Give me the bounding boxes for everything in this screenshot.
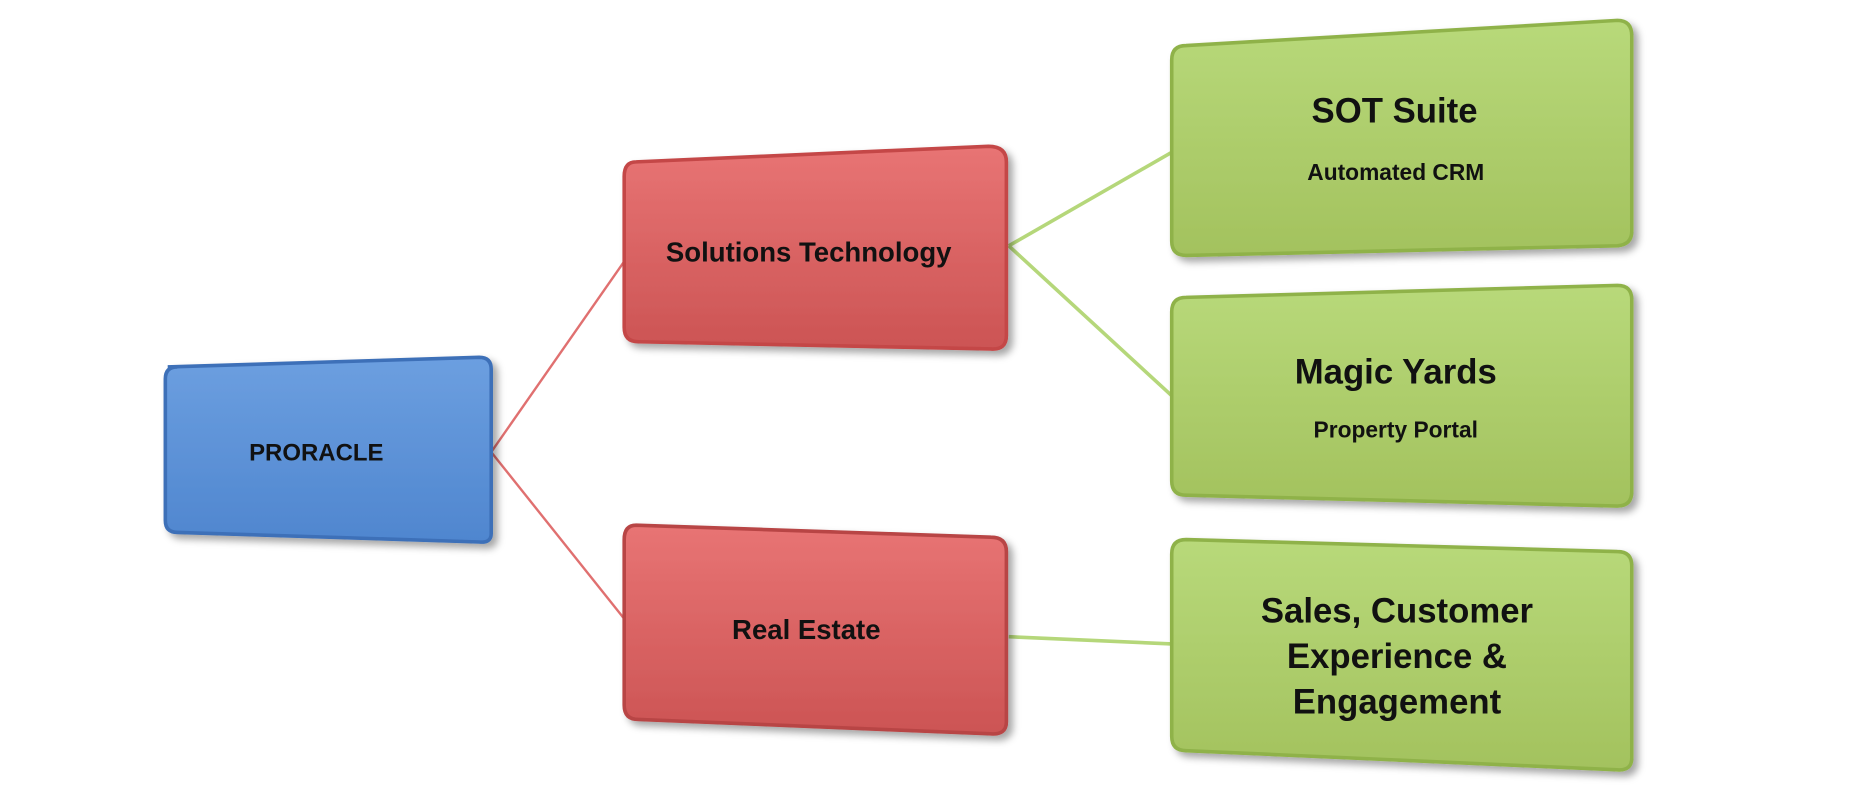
connector-root-realestate <box>490 451 626 620</box>
leaf-subtitle: Automated CRM <box>1307 159 1484 185</box>
leaf-node-sales-engagement[interactable]: Sales, Customer Experience & Engagement <box>1169 537 1634 772</box>
branch-label: Real Estate <box>732 614 880 645</box>
connectors <box>490 150 1173 646</box>
leaf-subtitle: Property Portal <box>1314 417 1478 443</box>
connector-realestate-sales <box>1008 634 1172 646</box>
leaf-title: Magic Yards <box>1295 354 1497 392</box>
connector-solutions-magic <box>1007 244 1173 398</box>
root-node[interactable]: PRORACLE <box>163 355 494 544</box>
leaf-node-sot-suite[interactable]: SOT Suite Automated CRM <box>1169 18 1634 258</box>
branch-node-solutions-technology[interactable]: Solutions Technology <box>622 144 1009 351</box>
leaf-line: Engagement <box>1293 683 1502 721</box>
branch-node-real-estate[interactable]: Real Estate <box>622 523 1009 736</box>
connector-solutions-sot <box>1007 150 1173 248</box>
leaf-line: Sales, Customer <box>1261 592 1533 630</box>
leaf-node-magic-yards[interactable]: Magic Yards Property Portal <box>1169 283 1634 508</box>
connector-root-solutions <box>490 260 626 453</box>
leaf-title: SOT Suite <box>1312 92 1478 130</box>
root-label: PRORACLE <box>249 439 383 466</box>
branch-label: Solutions Technology <box>666 236 952 267</box>
leaf-line: Experience & <box>1287 638 1507 676</box>
